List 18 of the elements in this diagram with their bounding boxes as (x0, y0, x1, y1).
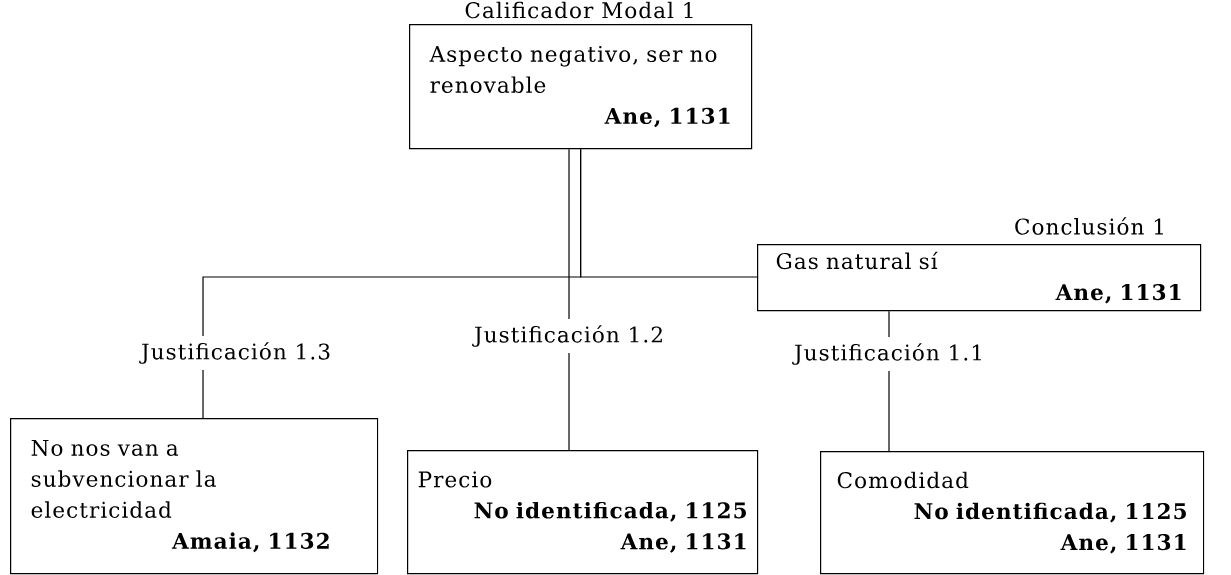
node-label: Gas natural sí (776, 251, 938, 270)
connector-line (202, 148, 582, 337)
text-label: Justificación 1.1 (792, 343, 981, 365)
connector-line (888, 370, 890, 452)
connector-line (568, 352, 570, 451)
connector-line (568, 148, 570, 320)
text-label: Justificación 1.2 (472, 325, 662, 347)
heading-label: Conclusión 1 (1015, 217, 1163, 235)
node-label: Ane, 1131 (1055, 283, 1181, 304)
connector-line (888, 310, 890, 338)
connector-line (202, 369, 204, 419)
heading-label: Calificador Modal 1 (465, 1, 693, 19)
text-box: No nos van a subvencionar la electricidad Amaia, 1132 (10, 418, 379, 575)
text-box: Comodidad No identificada, 1125 Ane, 1131 (820, 451, 1205, 575)
text-box: Gas natural sí Ane, 1131 (757, 244, 1202, 312)
text-box: Aspecto negativo, ser no renovable Ane, 1131 (409, 24, 753, 150)
text-label: Justificación 1.3 (139, 342, 330, 364)
text-box: Precio No identificada, 1125 Ane, 1131 (407, 450, 759, 575)
